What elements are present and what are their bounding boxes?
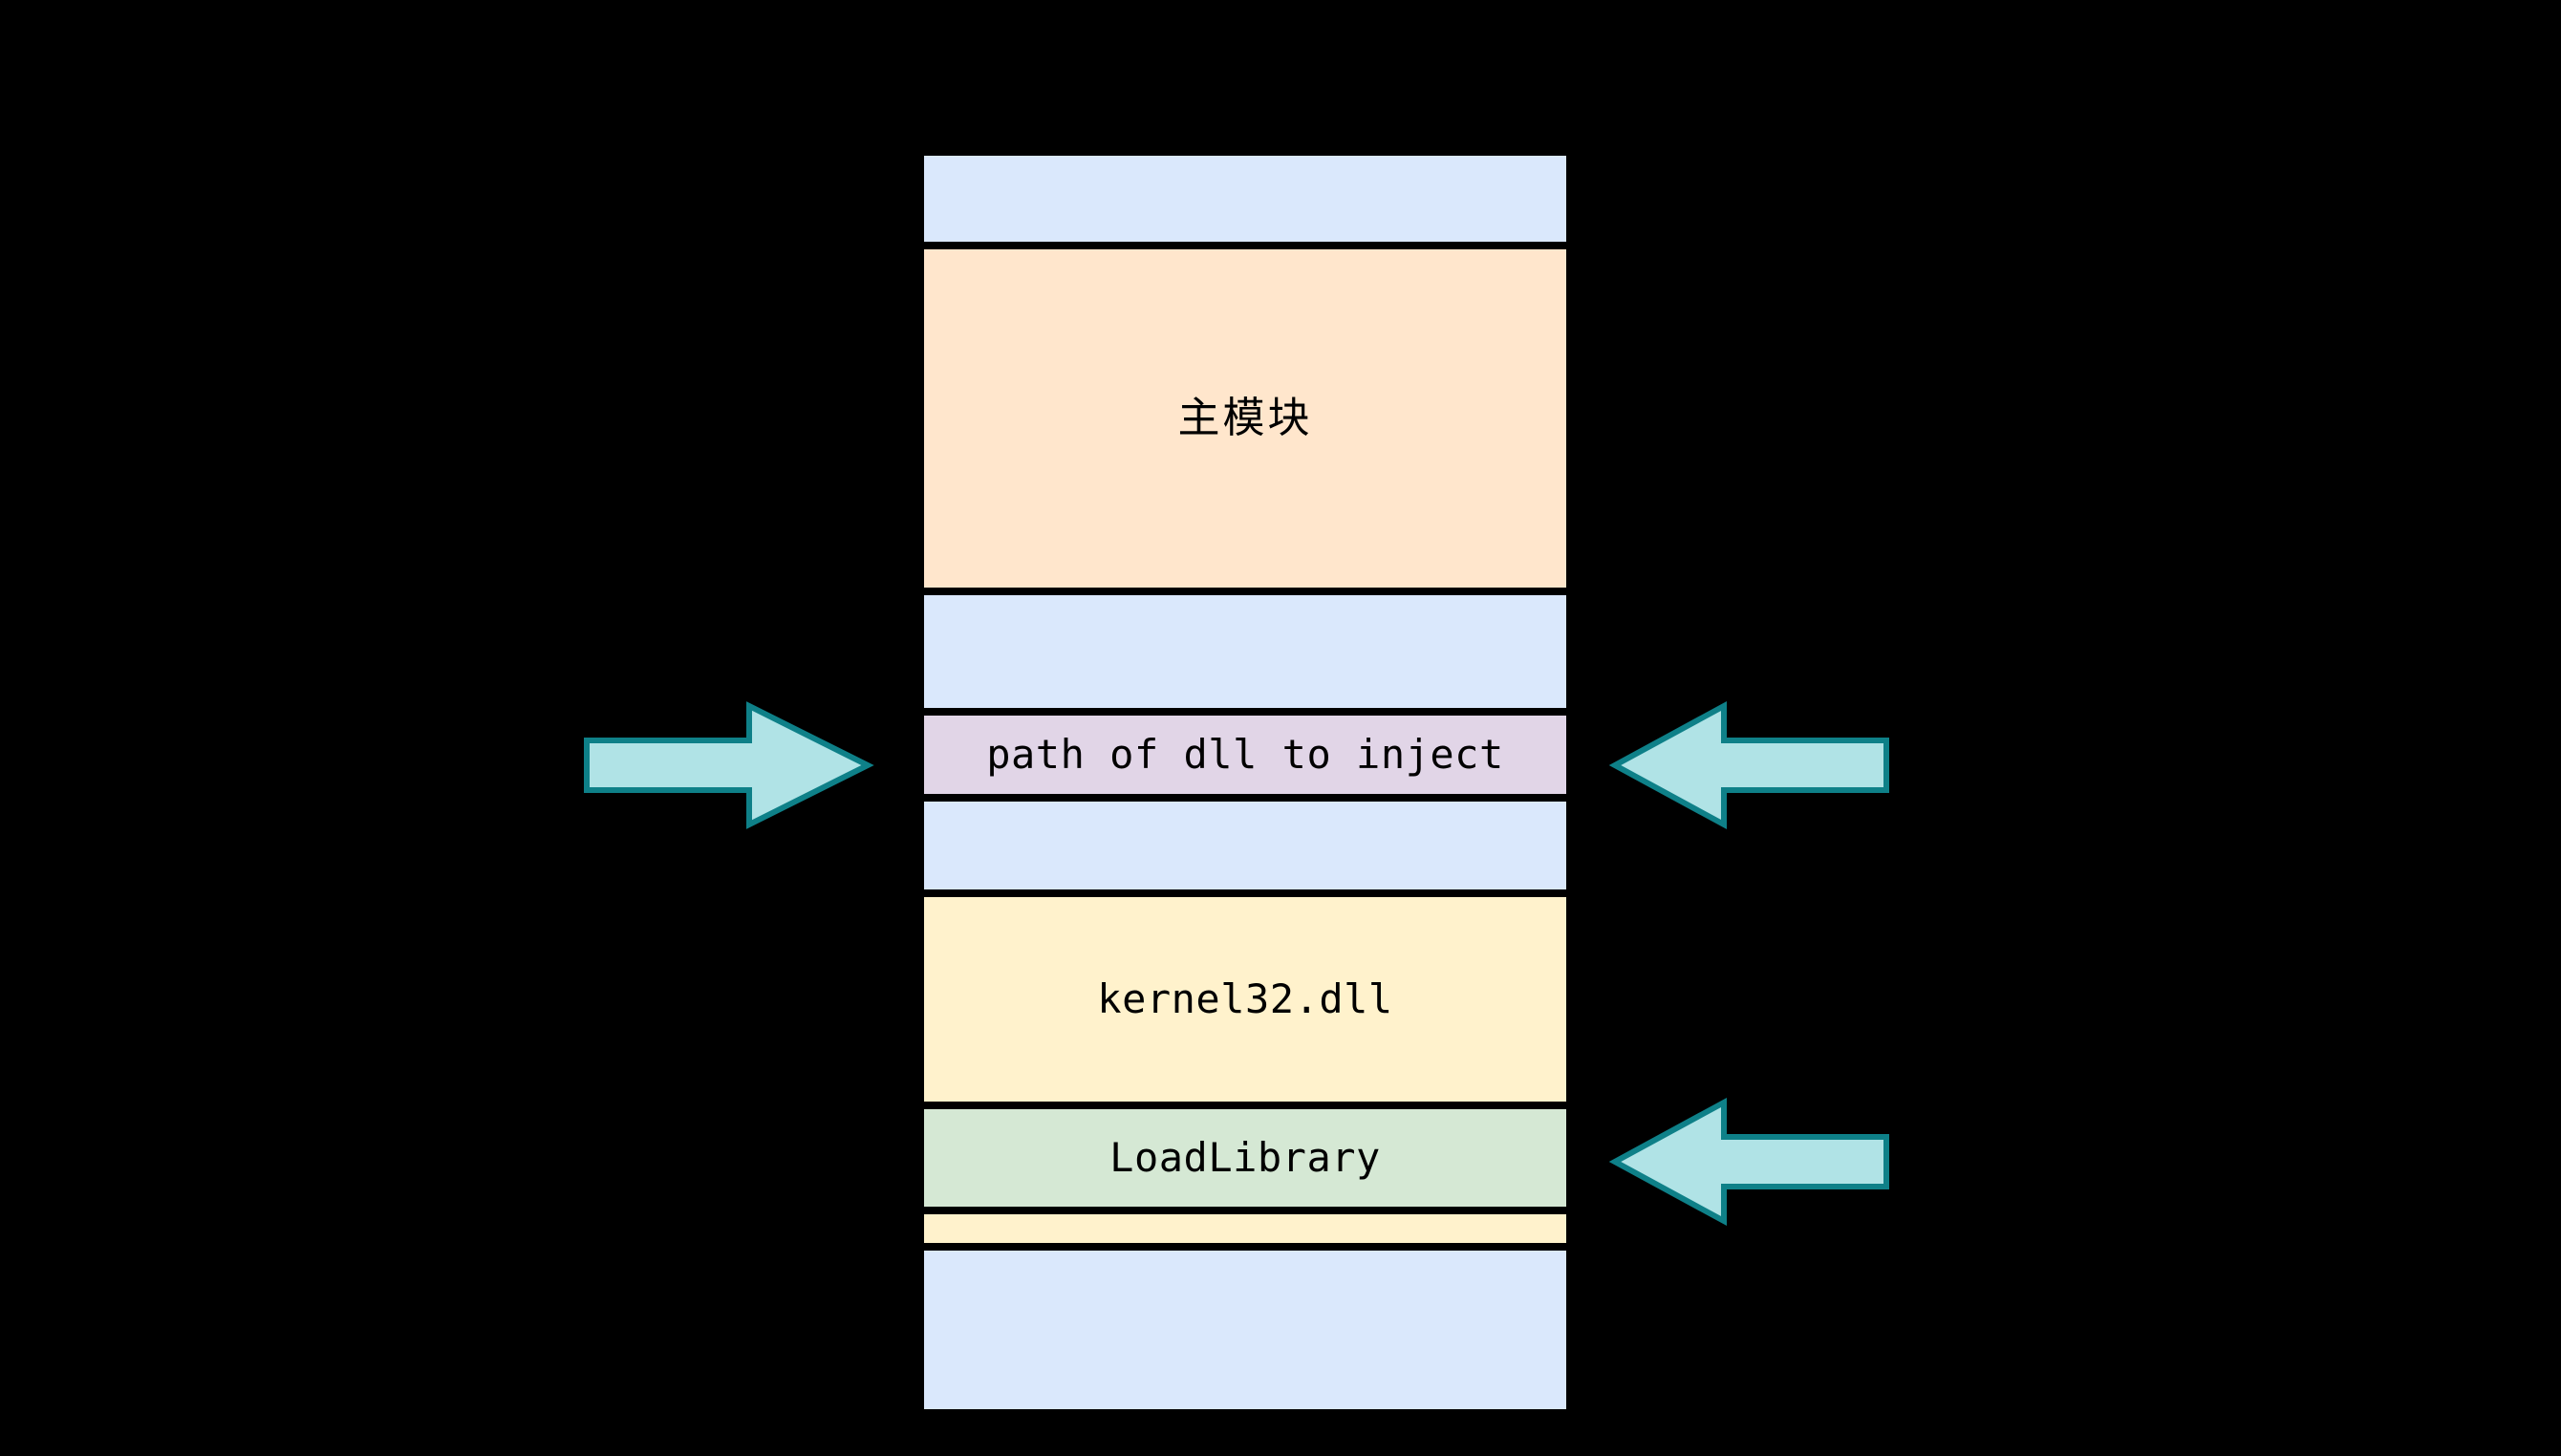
memory-segment-label: 主模块	[1177, 394, 1313, 442]
memory-segment-free-region-mid	[921, 799, 1569, 892]
memory-segment-free-region-upper	[921, 592, 1569, 711]
memory-segment-free-region-top	[921, 153, 1569, 245]
memory-segment-label: LoadLibrary	[1109, 1134, 1381, 1181]
memory-segment-dll-path-region: path of dll to inject	[921, 713, 1569, 797]
memory-segment-loadlibrary-export: LoadLibrary	[921, 1106, 1569, 1210]
write-dll-path-arrow-left	[584, 701, 874, 829]
memory-segment-label: path of dll to inject	[986, 731, 1504, 778]
memory-segment-free-region-bottom	[921, 1248, 1569, 1412]
memory-segment-kernel32-module: kernel32.dll	[921, 894, 1569, 1104]
memory-segment-label: kernel32.dll	[1097, 975, 1393, 1022]
read-dll-path-arrow-right	[1608, 700, 1889, 830]
resolve-loadlibrary-arrow-right	[1608, 1097, 1889, 1227]
memory-segment-kernel32-tail	[921, 1211, 1569, 1246]
memory-segment-main-module: 主模块	[921, 246, 1569, 590]
